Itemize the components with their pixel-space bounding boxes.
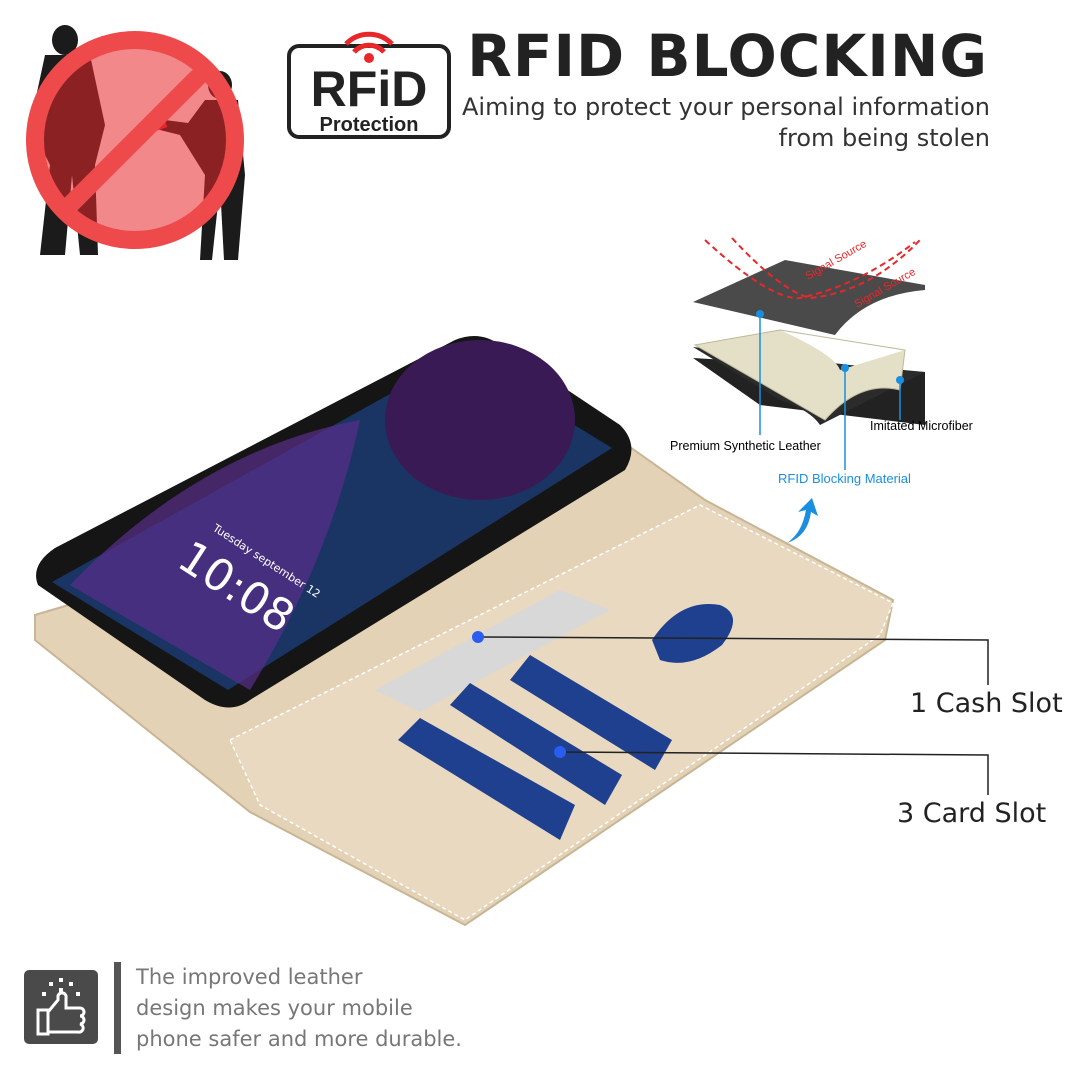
- subtitle-line: Aiming to protect your personal informat…: [462, 93, 990, 121]
- footer-line: design makes your mobile: [136, 996, 413, 1020]
- no-theft-illustration: [26, 25, 245, 260]
- rfid-material-label: RFID Blocking Material: [778, 471, 911, 486]
- cash-slot: [375, 590, 610, 712]
- badge-text: RFiD: [311, 61, 428, 117]
- wifi-signal-icon: [344, 31, 394, 54]
- cash-slot-label: 1 Cash Slot: [910, 688, 1063, 719]
- card-slot-label: 3 Card Slot: [897, 798, 1047, 829]
- card: [398, 655, 672, 840]
- divider: [114, 962, 121, 1054]
- subtitle: Aiming to protect your personal informat…: [462, 92, 990, 154]
- rfid-protection-badge: RFiD Protection: [287, 31, 451, 139]
- phone: 10:08 Tuesday september 12: [36, 336, 632, 708]
- thumbs-up-icon: [24, 970, 98, 1044]
- badge-subtext: Protection: [320, 114, 419, 136]
- wallet-phone-illustration: 10:08 Tuesday september 12: [34, 336, 989, 927]
- leather-label: Premium Synthetic Leather: [670, 439, 821, 453]
- curved-arrow-icon: [787, 498, 818, 543]
- footer-line: phone safer and more durable.: [136, 1027, 462, 1051]
- footer-text: The improved leather design makes your m…: [136, 962, 462, 1055]
- microfiber-label: Imitated Microfiber: [870, 419, 973, 433]
- subtitle-line: from being stolen: [778, 124, 990, 152]
- page-title: RFID BLOCKING: [467, 22, 988, 90]
- layer-diagram: Signal Source Signal Source Premium Synt…: [670, 237, 973, 486]
- card-window: [652, 604, 734, 663]
- footer-line: The improved leather: [136, 965, 363, 989]
